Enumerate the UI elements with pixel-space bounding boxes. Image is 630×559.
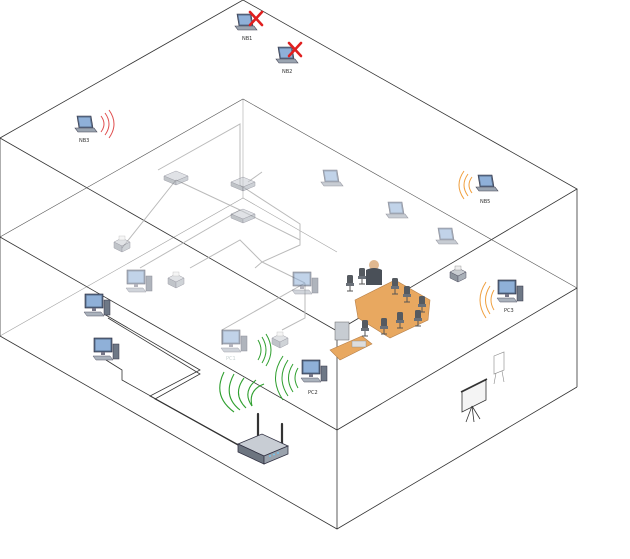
wifi-signal-icon: [219, 371, 265, 413]
desktop-computer-icon: [496, 279, 524, 303]
wifi-router-icon: [237, 412, 289, 465]
laptop-nb3[interactable]: NB3: [74, 109, 115, 144]
printer-icon: [167, 271, 185, 289]
chair-icon: [360, 319, 370, 337]
wifi-signal-icon: [458, 170, 473, 200]
desktop-pc1[interactable]: PC1: [220, 329, 248, 362]
whiteboard-panel: [334, 321, 350, 341]
laptop-icon: [74, 115, 98, 133]
laptop-upper-3[interactable]: [435, 227, 459, 245]
printer-2[interactable]: [167, 271, 185, 289]
wifi-signal-icon: [100, 109, 115, 139]
projector-device: [351, 340, 367, 348]
cabling-lower: [103, 313, 253, 454]
printer-4[interactable]: [449, 265, 467, 283]
desktop-upper-2[interactable]: [291, 271, 319, 295]
wifi-signal-icon: [257, 333, 272, 367]
network-switch-icon: [163, 170, 189, 186]
network-switch-1[interactable]: [163, 170, 189, 186]
label-nb3: NB3: [79, 138, 89, 144]
flipchart[interactable]: [493, 351, 505, 385]
flipchart-icon: [493, 351, 505, 385]
desktop-computer-icon: [125, 269, 153, 293]
wifi-signal-icon: [479, 281, 495, 319]
network-switch-icon: [230, 208, 256, 224]
label-nb5: NB5: [480, 199, 490, 205]
desktop-lower-2[interactable]: [92, 337, 120, 361]
desktop-upper-1[interactable]: [125, 269, 153, 293]
chair-icon: [345, 274, 355, 292]
printer-icon: [271, 331, 289, 349]
laptop-nb2[interactable]: NB2: [275, 41, 303, 75]
printer-icon: [113, 235, 131, 253]
laptop-icon: [435, 227, 459, 245]
desktop-pc2[interactable]: PC2: [275, 355, 328, 401]
desktop-computer-icon: [92, 337, 120, 361]
desktop-computer-icon: [291, 271, 319, 295]
projector-screen-icon: [460, 378, 488, 423]
desktop-lower-1[interactable]: [83, 293, 111, 317]
network-switch-3[interactable]: [230, 208, 256, 224]
laptop-icon: [385, 201, 409, 219]
desktop-computer-icon: [220, 329, 248, 353]
ground-floor-front: [0, 335, 578, 530]
blocked-x-icon: [287, 41, 303, 58]
label-nb1: NB1: [242, 36, 252, 42]
laptop-upper-2[interactable]: [385, 201, 409, 219]
person-seated: [366, 260, 382, 285]
middle-floor-front: [0, 236, 578, 431]
label-pc2: PC2: [308, 390, 318, 396]
label-pc1: PC1: [226, 356, 236, 362]
laptop-icon: [320, 169, 344, 187]
laptop-nb1[interactable]: NB1: [234, 10, 264, 42]
laptop-icon: [475, 174, 499, 192]
laptop-upper-1[interactable]: [320, 169, 344, 187]
printer-icon: [449, 265, 467, 283]
blocked-x-icon: [248, 10, 264, 27]
conference-room: [329, 260, 431, 361]
label-nb2: NB2: [282, 69, 292, 75]
desktop-computer-icon: [300, 359, 328, 383]
projector-screen[interactable]: [460, 378, 488, 423]
wifi-router[interactable]: [219, 371, 289, 465]
label-pc3: PC3: [504, 308, 514, 314]
printer-3[interactable]: [271, 331, 289, 349]
upper-floor-devices: PC1: [113, 169, 459, 362]
cabling-upper: [121, 123, 306, 345]
laptop-nb5[interactable]: NB5: [458, 170, 499, 205]
desktop-pc3[interactable]: PC3: [479, 279, 524, 319]
printer-1[interactable]: [113, 235, 131, 253]
chair-icon: [357, 267, 367, 285]
desktop-computer-icon: [83, 293, 111, 317]
wifi-signal-icon: [275, 355, 299, 401]
building-structure: [0, 0, 578, 530]
